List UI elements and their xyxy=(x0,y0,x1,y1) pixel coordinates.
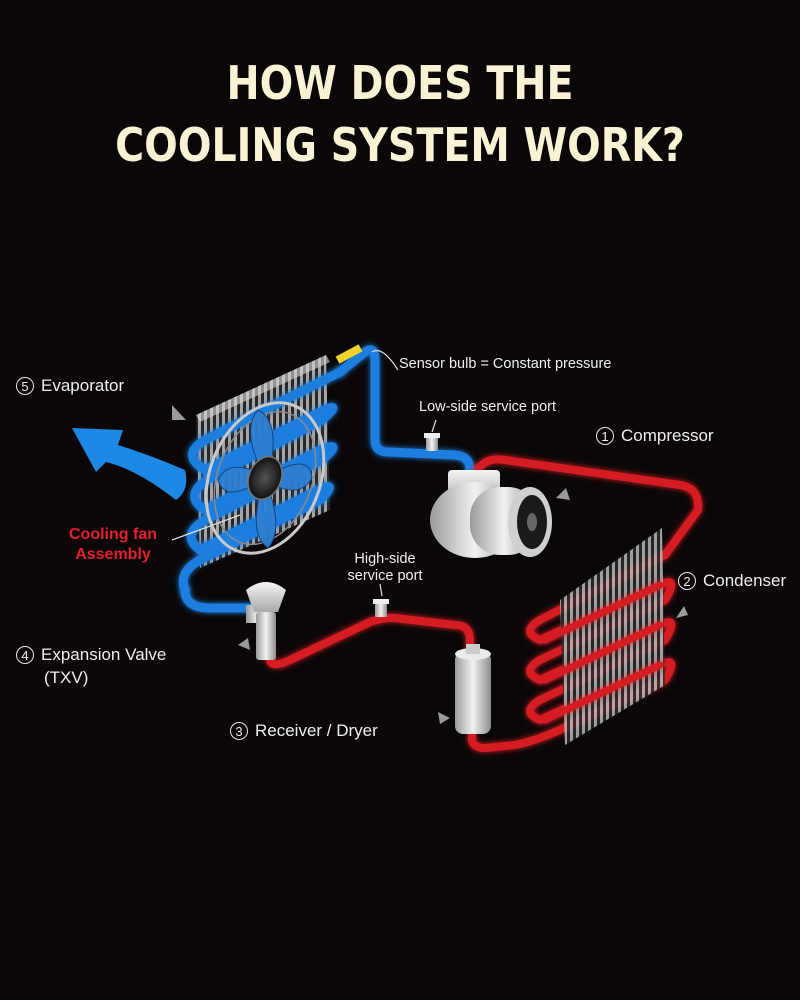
page-title: HOW DOES THE COOLING SYSTEM WORK? xyxy=(56,52,744,176)
cold-air-arrow xyxy=(72,428,187,500)
label-expansion-valve: 4 Expansion Valve xyxy=(16,645,166,665)
compressor-number: 1 xyxy=(596,427,614,445)
condenser-text: Condenser xyxy=(703,571,787,590)
expansion-valve xyxy=(246,582,286,660)
evaporator-coils xyxy=(178,367,345,595)
expansion-text: Expansion Valve xyxy=(41,645,167,664)
cooling-fan-line-1: Cooling fan xyxy=(69,526,157,543)
high-side-line-1: High-side xyxy=(354,551,416,567)
low-pressure-line xyxy=(180,345,475,613)
label-sensor-bulb: Sensor bulb = Constant pressure xyxy=(399,356,612,372)
pointer-arrows xyxy=(172,405,688,724)
condenser-number: 2 xyxy=(678,572,696,590)
high-side-port xyxy=(373,599,389,617)
leader-lines xyxy=(171,349,437,597)
low-side-port xyxy=(424,433,440,451)
cooling-fan-line-2: Assembly xyxy=(75,546,151,563)
title-line-1: HOW DOES THE xyxy=(226,56,574,110)
label-condenser: 2 Condenser xyxy=(678,571,786,591)
label-low-side-port: Low-side service port xyxy=(419,399,556,415)
high-pressure-line xyxy=(265,455,703,752)
sensor-bulb xyxy=(335,344,363,364)
high-side-line-2: service port xyxy=(347,568,423,584)
label-expansion-sub: (TXV) xyxy=(44,668,89,687)
label-receiver: 3 Receiver / Dryer xyxy=(230,721,378,741)
expansion-number: 4 xyxy=(16,646,34,664)
label-high-side-port: High-side service port xyxy=(340,551,430,585)
cooling-fan xyxy=(204,401,326,555)
evaporator-number: 5 xyxy=(16,377,34,395)
condenser-core xyxy=(560,528,665,745)
label-evaporator: 5 Evaporator xyxy=(16,376,124,396)
label-cooling-fan: Cooling fan Assembly xyxy=(56,525,170,565)
receiver-text: Receiver / Dryer xyxy=(255,721,378,740)
evaporator-text: Evaporator xyxy=(41,376,125,395)
receiver-number: 3 xyxy=(230,722,248,740)
condenser-coils xyxy=(541,581,664,724)
compressor-body xyxy=(430,470,552,558)
title-line-2: COOLING SYSTEM WORK? xyxy=(115,118,685,172)
label-compressor: 1 Compressor xyxy=(596,426,714,446)
receiver-dryer xyxy=(455,644,491,734)
compressor-text: Compressor xyxy=(621,426,714,445)
